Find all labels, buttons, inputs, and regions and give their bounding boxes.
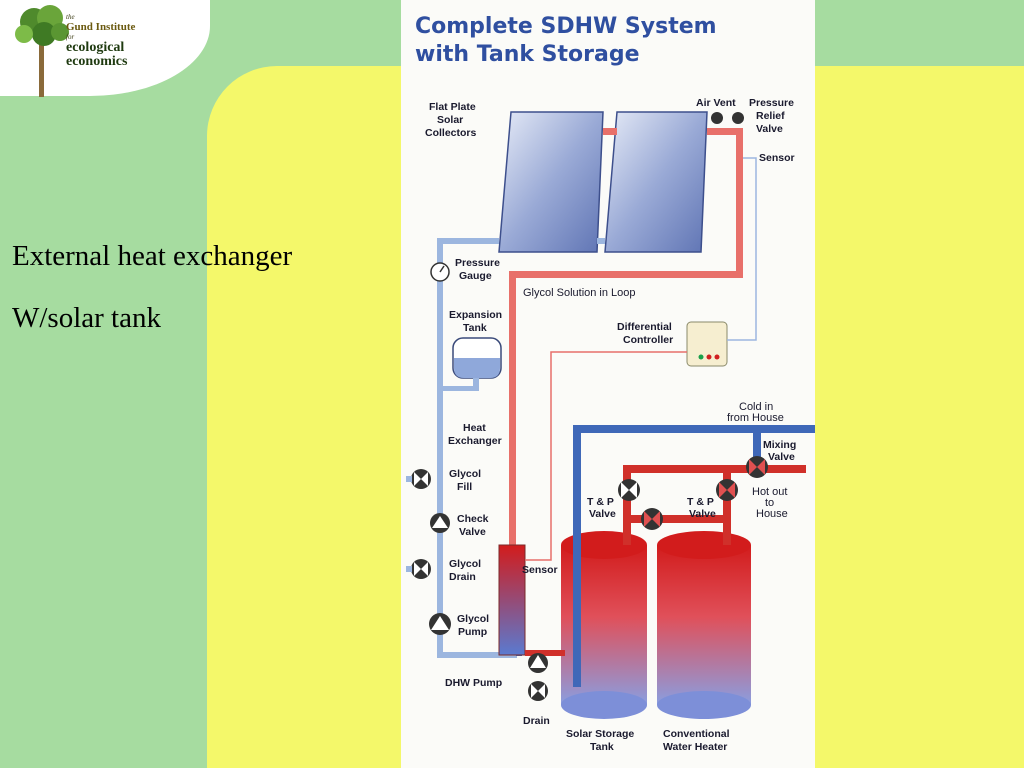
label-pressure-relief-2: Relief [756, 110, 785, 122]
label-heat-exchanger-2: Exchanger [448, 435, 502, 447]
conventional-water-heater [657, 531, 751, 719]
label-sensor-top: Sensor [759, 152, 795, 164]
logo-economics: economics [66, 54, 128, 69]
sdhw-diagram: Complete SDHW System with Tank Storage [401, 0, 815, 768]
label-hot-out-2: to [765, 497, 774, 509]
label-cold-in-1: Cold in [739, 401, 773, 413]
label-glycol-pump-2: Pump [458, 626, 487, 638]
logo-ecological: ecological [66, 40, 125, 55]
differential-controller [525, 157, 757, 561]
tp-valve-left-icon [618, 479, 640, 501]
label-collectors-1: Flat Plate [429, 101, 476, 113]
air-vent-valves-icon [711, 112, 744, 124]
expansion-tank [443, 337, 502, 391]
label-conventional-1: Conventional [663, 728, 730, 740]
slide-text-line1: External heat exchanger [12, 240, 293, 272]
solar-collectors [498, 111, 708, 253]
diagram-title-line2: with Tank Storage [415, 42, 640, 67]
label-tp-right-2: Valve [689, 508, 716, 520]
label-solar-storage-2: Tank [590, 741, 614, 753]
label-glycol-fill-1: Glycol [449, 468, 481, 480]
label-expansion-tank-1: Expansion [449, 309, 502, 321]
label-glycol-drain-1: Glycol [449, 558, 481, 570]
label-glycol-pump-1: Glycol [457, 613, 489, 625]
check-valve-icon [430, 513, 450, 533]
label-glycol-loop: Glycol Solution in Loop [523, 287, 636, 299]
label-drain: Drain [523, 715, 550, 727]
label-solar-storage-1: Solar Storage [566, 728, 634, 740]
label-mixing-valve-1: Mixing [763, 439, 796, 451]
label-collectors-3: Collectors [425, 127, 477, 139]
heat-exchanger [498, 544, 526, 656]
label-glycol-fill-2: Fill [457, 481, 472, 493]
domestic-water-pipes [573, 425, 815, 687]
glycol-pump-icon [429, 613, 451, 635]
logo-the: the [66, 13, 75, 21]
label-air-vent: Air Vent [696, 97, 736, 109]
label-dhw-pump: DHW Pump [445, 677, 502, 689]
label-pressure-relief-3: Valve [756, 123, 783, 135]
glycol-drain-valve-icon [406, 559, 431, 579]
tp-valve-right-icon [716, 479, 738, 501]
slide-text-line2: W/solar tank [12, 302, 161, 334]
label-collectors-2: Solar [437, 114, 463, 126]
label-pressure-gauge-2: Gauge [459, 270, 492, 282]
diagram-labels: Flat Plate Solar Collectors Air Vent Pre… [425, 97, 796, 753]
label-controller-2: Controller [623, 334, 673, 346]
label-tp-left-1: T & P [587, 496, 614, 508]
label-check-valve-2: Valve [459, 526, 486, 538]
label-heat-exchanger-1: Heat [463, 422, 486, 434]
label-hot-out-3: House [756, 508, 788, 520]
dhw-pump-icon [525, 650, 565, 673]
pressure-gauge-icon [430, 262, 450, 282]
label-expansion-tank-2: Tank [463, 322, 487, 334]
label-cold-in-2: from House [727, 412, 784, 424]
logo-for: for [66, 33, 75, 41]
label-sensor-bottom: Sensor [522, 564, 558, 576]
tank-crossover-valve-icon [641, 508, 663, 530]
label-check-valve-1: Check [457, 513, 489, 525]
logo-gund-institute: Gund Institute [66, 21, 136, 33]
label-controller-1: Differential [617, 321, 672, 333]
label-hot-out-1: Hot out [752, 486, 787, 498]
label-pressure-gauge-1: Pressure [455, 257, 500, 269]
label-pressure-relief-1: Pressure [749, 97, 794, 109]
tree-icon [15, 5, 69, 97]
drain-valve-icon [528, 681, 548, 701]
label-tp-left-2: Valve [589, 508, 616, 520]
label-conventional-2: Water Heater [663, 741, 727, 753]
mixing-valve-icon [746, 456, 768, 478]
label-glycol-drain-2: Drain [449, 571, 476, 583]
label-tp-right-1: T & P [687, 496, 714, 508]
label-mixing-valve-2: Valve [768, 451, 795, 463]
diagram-title-line1: Complete SDHW System [415, 14, 717, 39]
glycol-fill-valve-icon [406, 469, 431, 489]
